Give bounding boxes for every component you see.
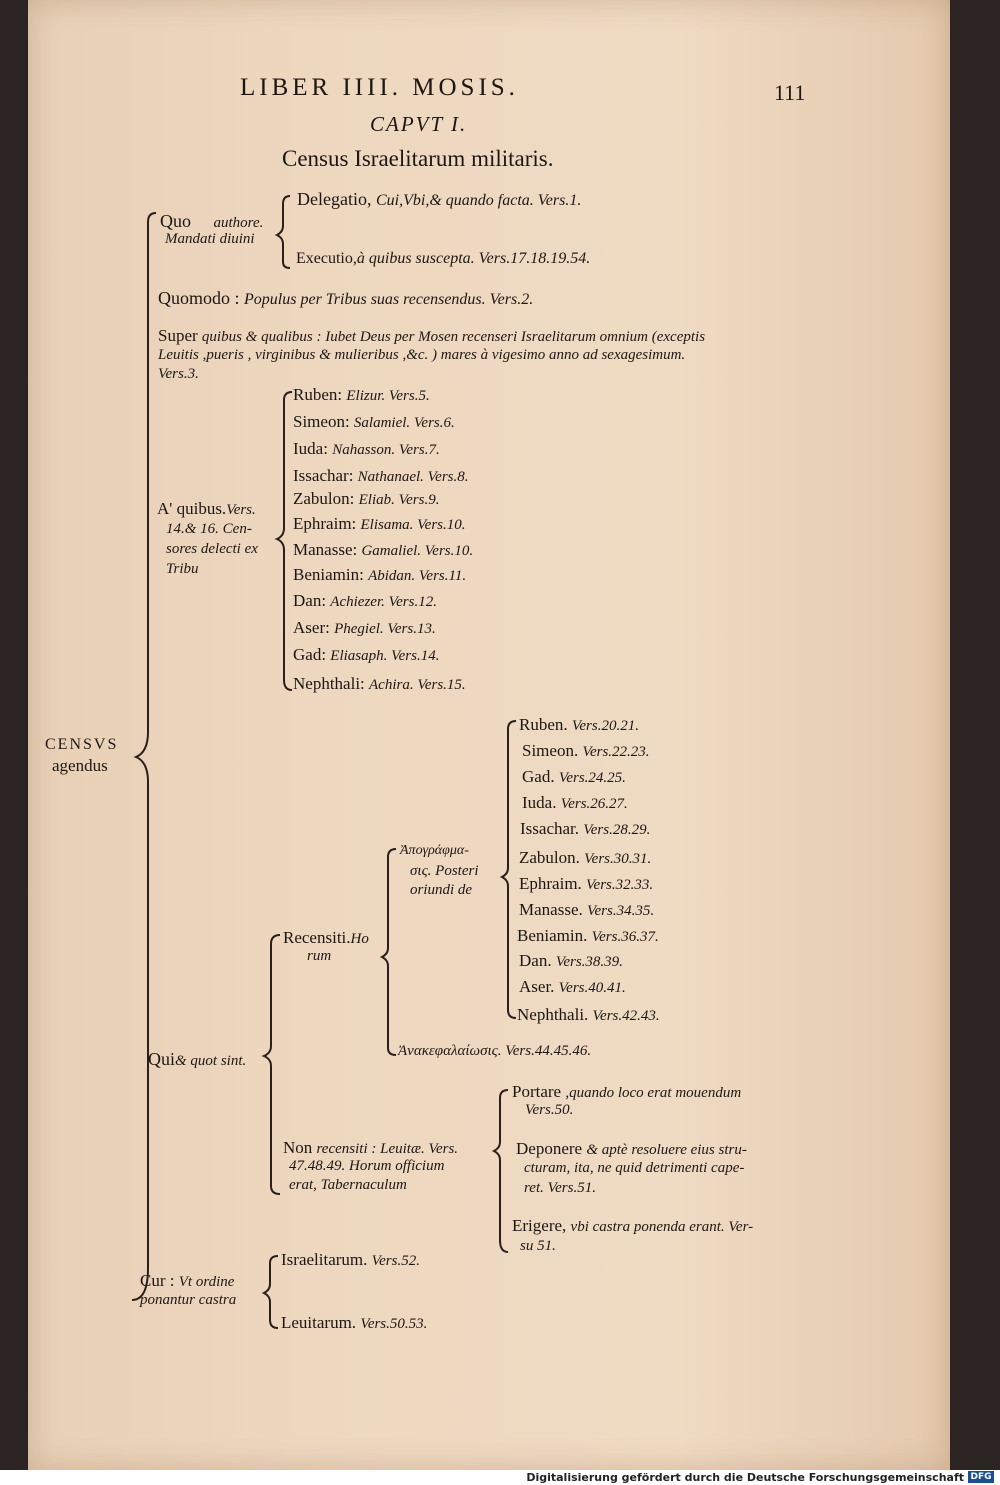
tribe-item: Beniamin. Vers.36.37. [517,926,659,945]
censor-item: Manasse: Gamaliel. Vers.10. [293,540,474,559]
qui-label: Qui& quot sint. [148,1049,247,1069]
aquibus-line3: sores delecti ex [166,541,258,557]
root-bracket [131,212,157,1301]
portare-line2: Vers.50. [525,1102,574,1118]
tribe-item: Manasse. Vers.34.35. [519,900,655,919]
censor-item: Aser: Phegiel. Vers.13. [293,618,436,637]
censor-item: Nephthali: Achira. Vers.15. [293,674,466,693]
aquibus-line4: Tribu [166,561,199,577]
tribe-item: Nephthali. Vers.42.43. [517,1005,660,1024]
portare-line1: Portare ,quando loco erat mouendum [512,1082,742,1101]
delegatio: Delegatio, Cui,Vbi,& quando facta. Vers.… [297,189,582,209]
caput-heading: CAPVT I. [370,112,468,136]
censor-item: Dan: Achiezer. Vers.12. [293,591,437,610]
non-recensiti-line1: Non recensiti : Leuitæ. Vers. [283,1138,459,1157]
recensiti-line1: Recensiti.Ho [283,928,369,947]
root-label-line1: CENSVS [45,736,119,753]
censor-item: Beniamin: Abidan. Vers.11. [293,565,467,584]
recensiti-line2: rum [307,948,332,964]
tribe-item: Simeon. Vers.22.23. [522,741,650,760]
deponere-line3: ret. Vers.51. [524,1180,596,1196]
quo-bracket [274,195,291,269]
tribe-item: Issachar. Vers.28.29. [520,819,651,838]
non-recensiti-line3: erat, Tabernaculum [289,1177,407,1193]
aquibus-line1: A' quibus.Vers. [157,499,256,518]
censor-item: Gad: Eliasaph. Vers.14. [293,645,440,664]
censor-item: Ruben: Elizur. Vers.5. [293,385,430,404]
non-recensiti-line2: 47.48.49. Horum officium [289,1158,445,1174]
executio: Executio,à quibus suscepta. Vers.17.18.1… [296,250,591,267]
censor-item: Simeon: Salamiel. Vers.6. [293,412,455,431]
censor-item: Iuda: Nahasson. Vers.7. [293,439,440,458]
deponere-line2: cturam, ita, ne quid detrimenti cape- [524,1160,745,1176]
tribe-item: Aser. Vers.40.41. [519,977,626,996]
tribe-item: Gad. Vers.24.25. [522,767,626,786]
apographmasis-line1: Ἀπογράφμα- [400,843,469,858]
anakephalaiosis: Ἀνακεφαλαίωσις. Vers.44.45.46. [398,1043,592,1059]
root-label-line2: agendus [52,756,108,775]
cur-item: Leuitarum. Vers.50.53. [281,1313,428,1332]
quo-sub: Mandati diuini [165,231,255,247]
tribe-item: Zabulon. Vers.30.31. [519,848,652,867]
tribes-bracket [499,720,517,1019]
super-line3: Vers.3. [158,366,199,382]
page-title: Census Israelitarum militaris. [282,146,554,171]
quo-label: Quo authore. [160,211,264,231]
erigere-line2: su 51. [520,1238,556,1254]
tribe-item: Ephraim. Vers.32.33. [519,874,654,893]
censores-bracket [274,391,293,691]
apographmasis-line2: σις. Posteri [410,863,479,879]
aquibus-line2: 14.& 16. Cen- [166,521,252,537]
qui-bracket [261,934,281,1195]
tribe-item: Dan. Vers.38.39. [519,951,623,970]
cur-bracket [261,1255,279,1329]
tribe-item: Iuda. Vers.26.27. [522,793,628,812]
cur-line1: Cur : Vt ordine [140,1271,235,1290]
cur-line2: ponantur castra [140,1292,237,1308]
dfg-logo: DFG [968,1471,994,1483]
super-line2: Leuitis ,pueris , virginibus & mulieribu… [158,347,686,363]
censor-item: Issachar: Nathanael. Vers.8. [293,466,469,485]
apographmasis-line3: oriundi de [410,882,473,898]
book-page [28,0,950,1470]
footer-bar: Digitalisierung gefördert durch die Deut… [0,1470,1000,1485]
super-line1: Super quibus & qualibus : Iubet Deus per… [158,326,706,345]
running-title: LIBER IIII. MOSIS. [240,74,519,101]
censor-item: Ephraim: Elisama. Vers.10. [293,514,466,533]
censor-item: Zabulon: Eliab. Vers.9. [293,489,440,508]
erigere-line1: Erigere, vbi castra ponenda erant. Ver- [512,1216,754,1235]
funding-credit: Digitalisierung gefördert durch die Deut… [526,1471,964,1484]
recensiti-bracket [379,848,397,1056]
page-number: 111 [774,80,806,105]
munus-bracket [491,1089,509,1253]
cur-item: Israelitarum. Vers.52. [281,1250,420,1269]
deponere-line1: Deponere & aptè resoluere eius stru- [516,1139,747,1158]
quomodo: Quomodo : Populus per Tribus suas recens… [158,288,534,308]
tribe-item: Ruben. Vers.20.21. [519,715,639,734]
